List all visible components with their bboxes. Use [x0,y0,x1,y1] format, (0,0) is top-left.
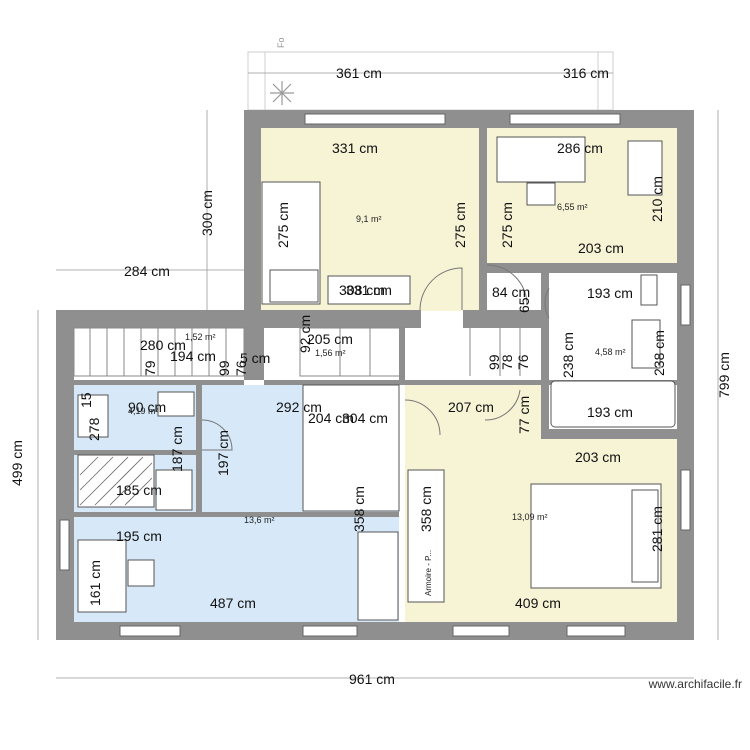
pillow-right [631,489,659,583]
staircase [73,327,245,377]
desk-top-left [327,275,411,305]
area-blue: 13,6 m² [244,515,275,525]
dim-blue-304: 304 cm [342,410,388,426]
wc-sink [157,391,195,417]
area-labels: 9,1 m² 6,55 m² 4,58 m² 1,52 m² 1,56 m² 4… [128,202,626,596]
sink-bath [631,319,661,369]
dim-small-76: 76 [515,354,531,370]
exterior-terrace [247,51,614,111]
area-bath: 4,58 m² [595,347,626,357]
dim-room-b-left: 275 cm [499,202,515,248]
dim-overall-height: 799 cm [716,352,732,398]
corner-text: Fo [276,37,286,48]
dim-right-207: 207 cm [448,399,494,415]
dim-blue-292: 292 cm [276,399,322,415]
dim-blue-bottom: 487 cm [210,595,256,611]
dimension-texts: 361 cm 316 cm 331 cm 286 cm 284 cm 308 c… [9,65,732,687]
dim-stairs-99: 99 [216,360,232,376]
dim-room-a-bottom-b: 331 cm [346,282,392,298]
dim-197: 197 cm [215,430,231,476]
dim-stairs-76: 76 [233,360,249,376]
dim-right-bottom: 409 cm [515,595,561,611]
dim-corridor-205: 205 cm [307,331,353,347]
desk-office [496,136,586,183]
armoire-label: Armoire - P... [424,550,433,596]
dim-wc-90: 90 cm [128,399,166,415]
dim-small-99: 99 [486,354,502,370]
dim-corridor-92: 92 cm [297,315,313,353]
dim-room-a-right: 275 cm [452,202,468,248]
dim-stairs-5: 5 cm [240,350,270,366]
dim-stairs-194: 194 cm [170,348,216,364]
dim-wc-278: 278 [86,417,102,441]
area-room-a: 9,1 m² [356,214,382,224]
dim-small-78: 78 [499,354,515,370]
area-stairs: 1,52 m² [185,332,216,342]
dim-top-left-width: 361 cm [336,65,382,81]
dim-wc-15: 15 [78,392,94,408]
room-corridor [264,328,404,380]
dim-stairs-79: 79 [142,360,158,376]
sofa-blue [357,531,399,621]
area-right: 13,09 m² [512,512,548,522]
dim-small-84: 84 cm [492,284,530,300]
wc-toilet [77,394,109,438]
windows [59,113,691,637]
dim-bath-77: 77 cm [516,396,532,434]
snowflake-icon [270,81,294,105]
dim-187: 187 cm [169,426,185,472]
desk-blue [77,539,127,613]
dim-room-b-width: 286 cm [557,140,603,156]
dim-right-203: 203 cm [575,449,621,465]
cabinet-office [627,140,663,196]
dim-bath-238-left: 238 cm [560,332,576,378]
nightstand [269,269,319,303]
dim-blue-358: 358 cm [351,486,367,532]
dim-195: 195 cm [116,528,162,544]
dim-room-a-bottom-a: 308 cm [339,282,385,298]
dim-161: 161 cm [87,560,103,606]
dim-right-358: 358 cm [418,486,434,532]
shower [77,454,155,508]
dim-total-width: 961 cm [349,671,395,687]
chair-office [526,182,556,206]
area-room-b: 6,55 m² [557,202,588,212]
dim-right-281: 281 cm [649,506,665,552]
dim-left-wing: 284 cm [124,263,170,279]
dim-bath-238-right: 238 cm [651,330,667,376]
dim-185: 185 cm [116,482,162,498]
dim-bath-top: 193 cm [587,285,633,301]
room-stairs [74,328,244,380]
dim-room-b-bottom: 203 cm [578,240,624,256]
washbasin [155,469,193,511]
armoire [407,469,445,603]
dim-main-left: 499 cm [9,440,25,486]
dim-left-300: 300 cm [199,190,215,236]
bathtub [550,380,676,428]
dim-stairs-280: 280 cm [140,337,186,353]
watermark: www.archifacile.fr [648,677,742,691]
dimension-lines [37,72,719,679]
bed-blue [302,384,400,512]
shower-hatch [79,456,153,506]
dim-blue-204: 204 cm [308,410,354,426]
dim-small-65: 65 [516,297,532,313]
furniture [77,136,676,621]
dim-bath-bottom: 193 cm [587,404,633,420]
corridor-stairs [299,327,521,377]
toilet [640,274,658,306]
dim-top-right-width: 316 cm [563,65,609,81]
doors [201,264,550,451]
dim-room-b-height: 210 cm [649,176,665,222]
area-wc: 4,19 m² [128,406,159,416]
area-corridor: 1,56 m² [315,348,346,358]
dim-room-a-left: 275 cm [275,202,291,248]
dim-room-a-width: 331 cm [332,140,378,156]
chair-blue [127,559,155,587]
